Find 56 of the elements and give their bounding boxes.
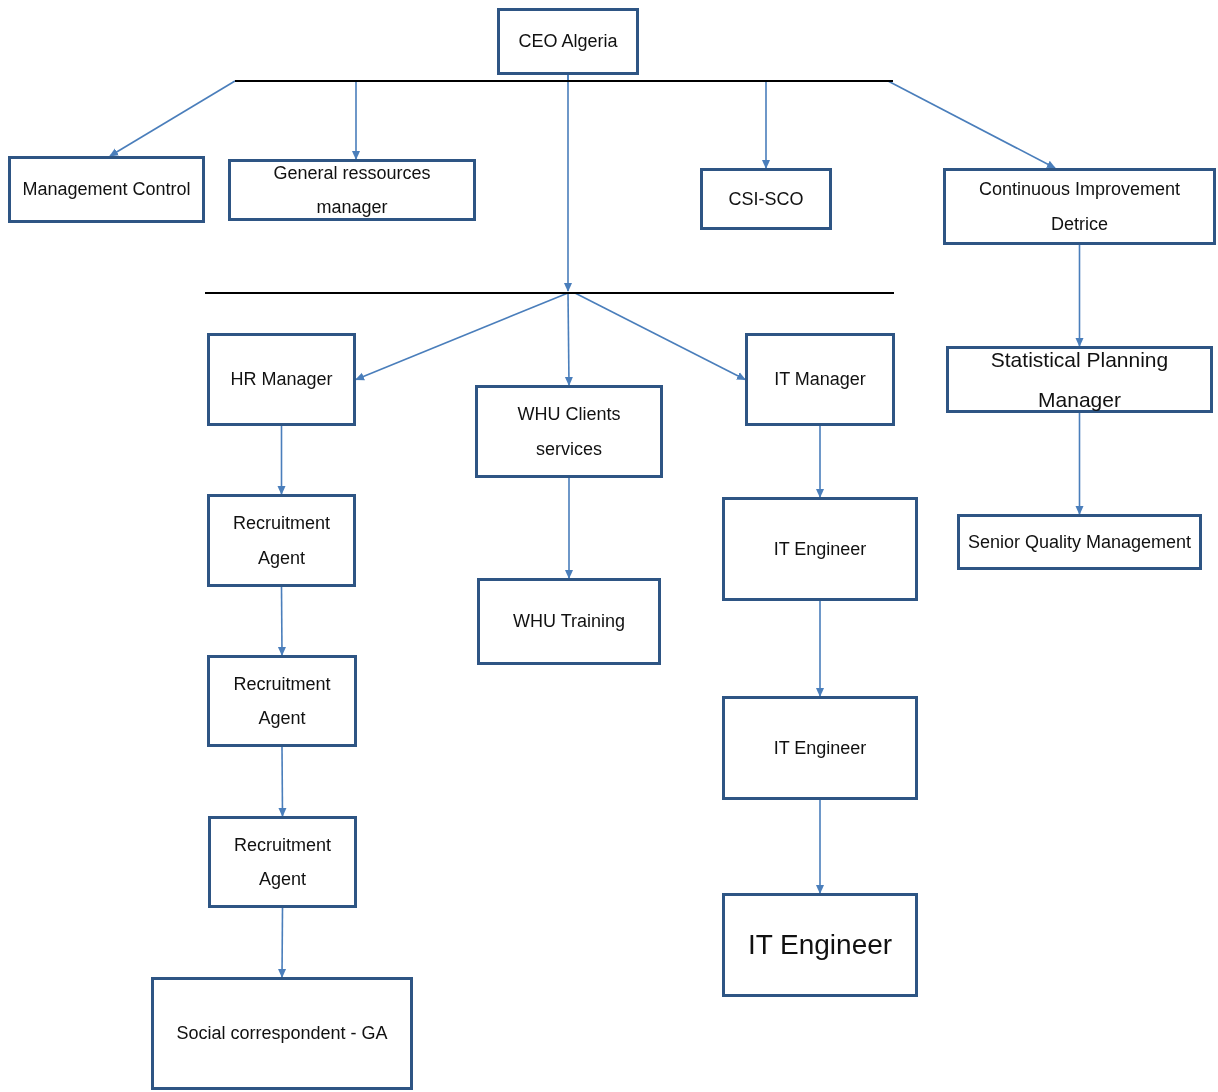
- org-box: [722, 893, 918, 997]
- arrow: [1075, 244, 1084, 347]
- position-title: Recruitment Agent: [232, 512, 331, 570]
- arrow: [564, 74, 572, 292]
- position-title: Social correspondent - GA: [176, 1022, 388, 1046]
- arrow: [816, 799, 824, 894]
- position-title: CEO Algeria: [518, 30, 618, 54]
- arrow: [277, 586, 286, 656]
- position-title: IT Engineer: [773, 736, 867, 760]
- position-title: IT Engineer: [747, 928, 893, 963]
- arrow: [278, 746, 287, 817]
- position-title: WHU Clients services: [516, 403, 622, 461]
- connector-bus-line: [235, 80, 893, 82]
- position-title: IT Engineer: [773, 537, 867, 561]
- connector-bus-line: [205, 292, 894, 294]
- org-box: [722, 497, 918, 601]
- position-title: Continuous Improvement Detrice: [977, 178, 1182, 236]
- arrow: [355, 292, 569, 381]
- arrow: [564, 292, 573, 386]
- org-box: [700, 168, 832, 230]
- org-box: [207, 494, 356, 587]
- org-box: [477, 578, 661, 665]
- position-title: IT Manager: [774, 368, 866, 392]
- arrow: [109, 80, 236, 157]
- arrow: [565, 477, 573, 579]
- position-title: Recruitment Agent: [233, 833, 332, 891]
- org-box: [8, 156, 205, 223]
- position-title: General ressources manager: [272, 161, 432, 219]
- org-box: [946, 346, 1213, 413]
- org-box: [475, 385, 663, 478]
- org-box: [943, 168, 1216, 245]
- org-box: [207, 333, 356, 426]
- org-box: [722, 696, 918, 800]
- position-title: Management Control: [22, 178, 191, 202]
- arrow: [762, 80, 770, 169]
- arrow: [277, 425, 286, 495]
- org-box: [745, 333, 895, 426]
- org-box: [228, 159, 476, 221]
- arrow: [816, 600, 824, 697]
- org-box: [497, 8, 639, 75]
- org-box: [207, 655, 357, 747]
- position-title: WHU Training: [513, 610, 625, 634]
- org-box: [151, 977, 413, 1090]
- org-box: [957, 514, 1202, 570]
- position-title: Statistical Planning Manager: [989, 346, 1170, 413]
- position-title: HR Manager: [230, 368, 333, 392]
- arrow: [574, 292, 746, 381]
- arrow: [352, 80, 360, 160]
- org-box: [208, 816, 357, 908]
- arrow: [816, 425, 824, 498]
- position-title: Recruitment Agent: [232, 672, 332, 730]
- arrow: [887, 80, 1056, 169]
- arrow: [1075, 412, 1084, 515]
- arrow: [278, 907, 287, 978]
- position-title: Senior Quality Management: [967, 530, 1192, 554]
- position-title: CSI-SCO: [728, 187, 804, 211]
